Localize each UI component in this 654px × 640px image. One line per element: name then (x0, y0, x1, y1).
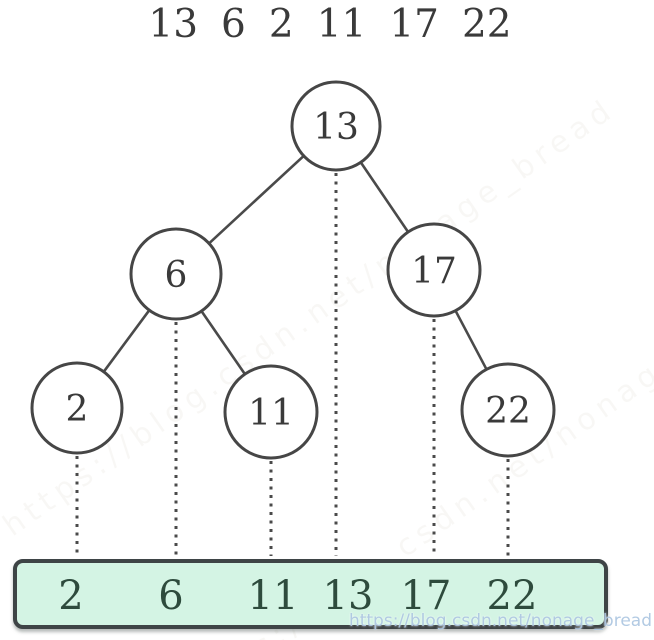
array-value: 22 (486, 573, 538, 619)
tree-edge-6-2 (102, 309, 151, 373)
tree-node-label: 6 (165, 255, 188, 296)
array-value: 13 (322, 573, 374, 619)
sequence-value: 6 (221, 2, 246, 47)
tree-node-label: 17 (411, 251, 457, 292)
tree-node-label: 2 (66, 389, 89, 430)
array-value: 2 (58, 573, 84, 619)
tree-node-circle-2 (30, 361, 124, 455)
array-value: 6 (158, 573, 184, 619)
tree-node-label: 11 (248, 393, 294, 434)
sequence-value: 17 (389, 2, 439, 47)
tree-edge-13-6 (208, 154, 305, 245)
tree-node-circle-13 (290, 80, 382, 172)
sequence-value: 2 (268, 2, 294, 47)
tree-edge-13-17 (359, 161, 410, 233)
array-value: 17 (400, 573, 452, 619)
array-value: 11 (247, 573, 299, 619)
insertion-sequence: 13 6 2 11 17 22 (0, 2, 654, 47)
tree-node-circle-6 (129, 227, 223, 321)
sequence-value: 13 (148, 2, 199, 47)
sequence-value: 22 (461, 2, 512, 47)
tree-node-circle-17 (386, 222, 482, 318)
tree-node-circle-22 (460, 362, 556, 458)
tree-node-label: 22 (485, 391, 531, 432)
tree-edge-17-22 (454, 310, 488, 370)
tree-node-label: 13 (313, 107, 359, 148)
sequence-value: 11 (316, 2, 367, 47)
sorted-array-box (13, 559, 608, 629)
tree-node-circle-11 (223, 364, 319, 460)
tree-edge-6-11 (200, 310, 246, 375)
csdn-url-watermark: https://blog.csdn.net/nonage_bread (348, 611, 652, 631)
